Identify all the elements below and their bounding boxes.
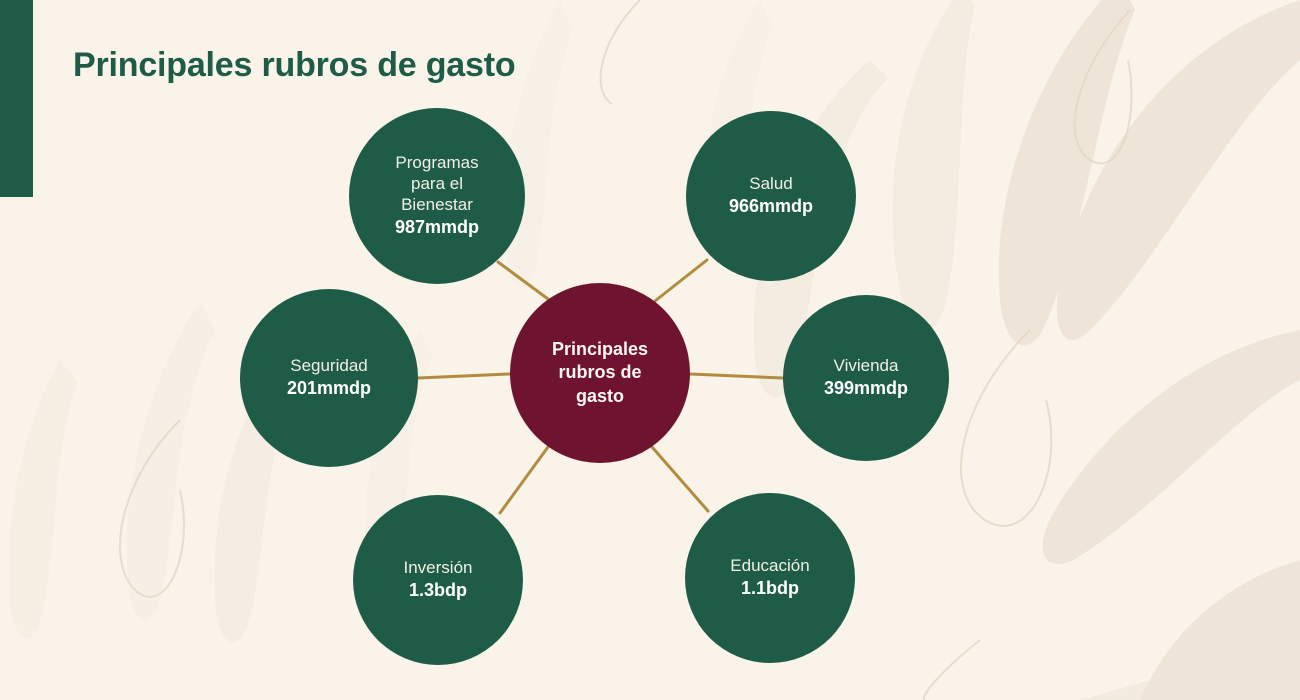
node-programas-bienestar-label-line1: Programas [395, 153, 479, 173]
node-programas-bienestar-label-line3: Bienestar [401, 194, 473, 214]
node-salud[interactable]: Salud 966mmdp [686, 111, 856, 281]
connector-center-to-inversion [498, 445, 550, 515]
node-center-line2: rubros de [558, 362, 642, 383]
node-center-line1: Principales [551, 338, 649, 359]
page-title: Principales rubros de gasto [73, 46, 516, 84]
node-salud-value: 966mmdp [728, 195, 814, 216]
node-vivienda-label: Vivienda [833, 356, 899, 376]
node-inversion-label: Inversión [403, 558, 473, 578]
node-center-principales-rubros-de-gasto[interactable]: Principales rubros de gasto [510, 283, 690, 463]
connector-center-to-programas [496, 260, 550, 301]
node-salud-label: Salud [749, 174, 793, 194]
node-center-line3: gasto [575, 385, 624, 406]
node-center-text: Principales rubros de gasto [538, 338, 662, 408]
connector-center-to-salud [653, 258, 709, 303]
node-educacion[interactable]: Educación 1.1bdp [685, 493, 855, 663]
node-programas-bienestar-value: 987mmdp [394, 216, 480, 237]
node-inversion-value: 1.3bdp [408, 579, 467, 600]
node-educacion-value: 1.1bdp [740, 577, 799, 598]
node-seguridad-value: 201mmdp [286, 377, 372, 398]
node-programas-bienestar[interactable]: Programas para el Bienestar 987mmdp [349, 108, 525, 284]
connector-center-to-vivienda [688, 372, 785, 380]
node-seguridad-label: Seguridad [290, 356, 368, 376]
connector-center-to-educacion [650, 445, 710, 513]
node-vivienda-value: 399mmdp [823, 377, 909, 398]
connector-center-to-seguridad [416, 372, 512, 380]
node-seguridad[interactable]: Seguridad 201mmdp [240, 289, 418, 467]
node-educacion-label: Educación [730, 556, 810, 576]
node-programas-bienestar-label-line2: para el [411, 174, 463, 194]
node-vivienda[interactable]: Vivienda 399mmdp [783, 295, 949, 461]
node-inversion[interactable]: Inversión 1.3bdp [353, 495, 523, 665]
left-accent-bar [0, 0, 33, 197]
